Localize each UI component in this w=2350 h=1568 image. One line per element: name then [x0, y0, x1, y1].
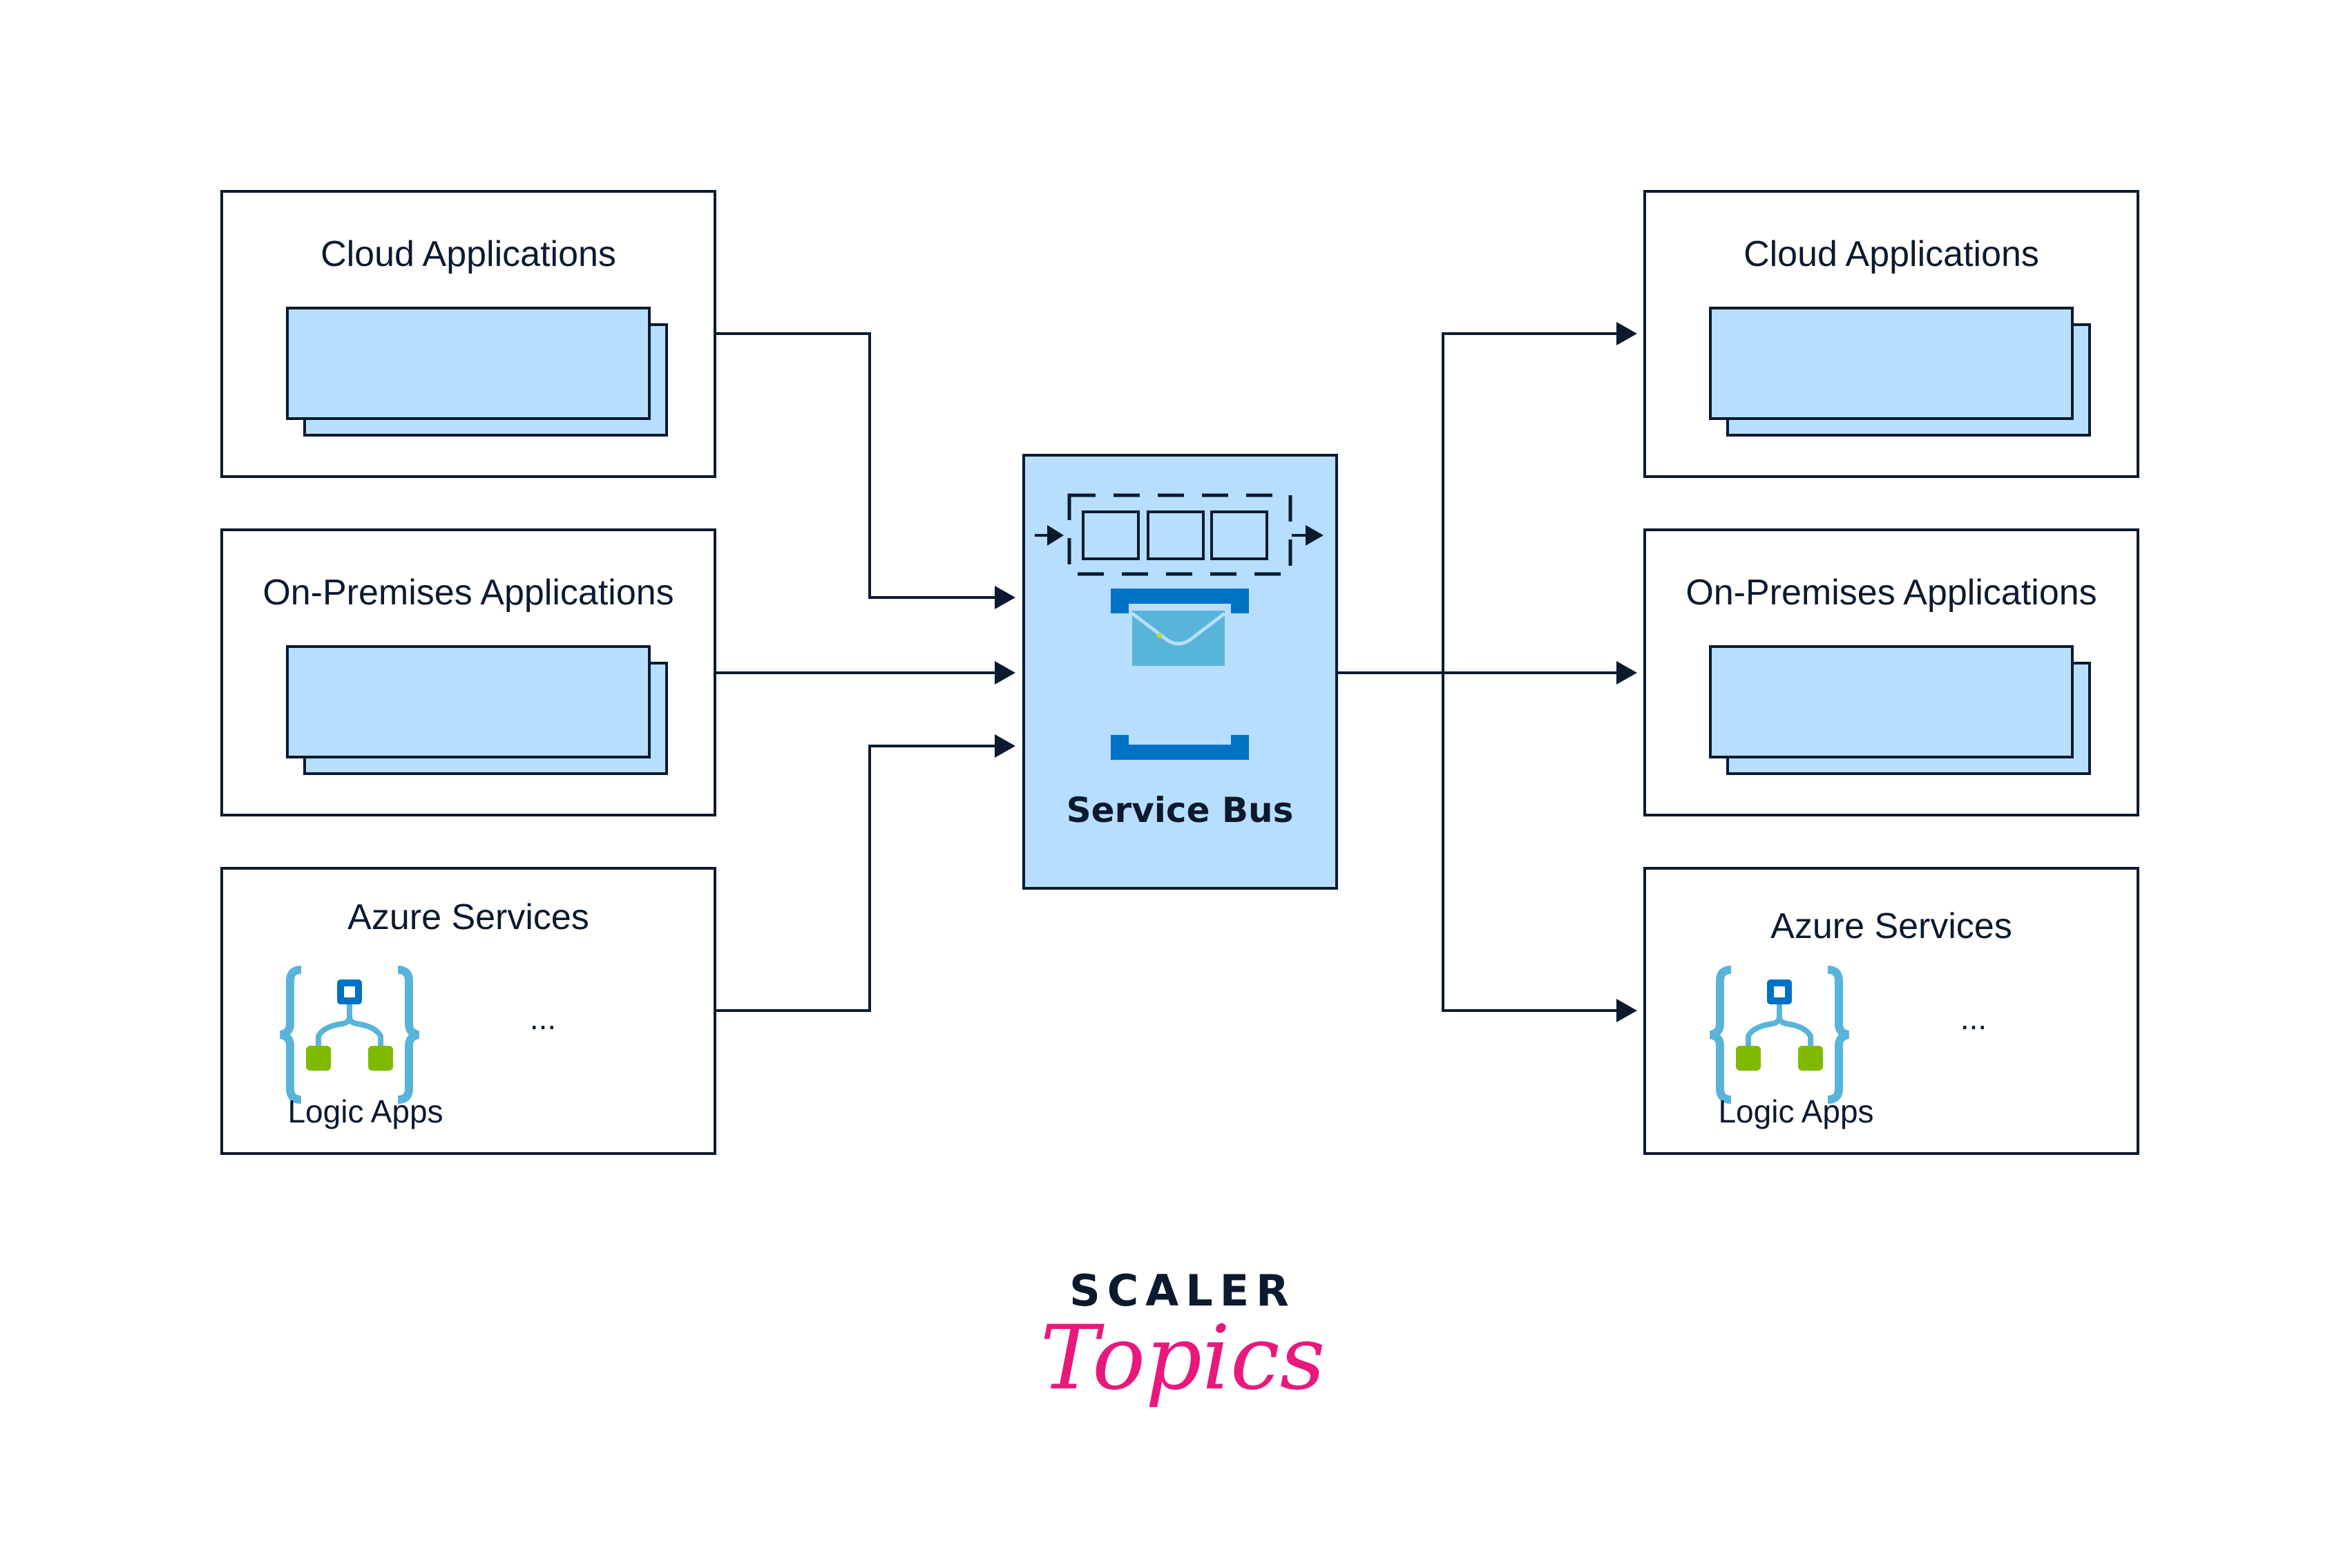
service-bus-label: Service Bus: [1067, 790, 1294, 830]
logic-apps-label: Logic Apps: [287, 1093, 443, 1129]
queue-slot: [1082, 510, 1140, 560]
target-azure-services: Azure Services Logic Apps ...: [1643, 867, 2139, 1155]
arrowhead: [1616, 999, 1637, 1022]
source-onprem-label: On-Premises Applications: [262, 573, 674, 613]
more-services-ellipsis: ...: [530, 1000, 556, 1036]
source-azure-box: [220, 867, 716, 1155]
service-bus-icon: [1111, 589, 1249, 760]
source-azure-label: Azure Services: [347, 897, 589, 937]
target-azure-box: [1643, 867, 2139, 1155]
logic-apps-label: Logic Apps: [1718, 1093, 1873, 1129]
app-stack-front: [286, 307, 651, 420]
more-services-ellipsis: ...: [1960, 1000, 1987, 1036]
source-azure-services: Azure Services Logic Apps ...: [220, 867, 716, 1155]
arrowhead: [1616, 661, 1637, 685]
source-cloud-label: Cloud Applications: [321, 234, 616, 274]
app-stack-front: [1709, 307, 2074, 420]
logo-topics: Topics: [1040, 1307, 1326, 1410]
app-stack-front: [1709, 645, 2074, 758]
target-cloud-applications: Cloud Applications: [1643, 190, 2139, 478]
outbound-connectors: [1337, 322, 1637, 1022]
arrowhead: [1616, 322, 1637, 345]
target-onprem-applications: On-Premises Applications: [1643, 528, 2139, 816]
queue-slot: [1210, 510, 1268, 560]
source-onprem-applications: On-Premises Applications: [220, 528, 716, 816]
target-onprem-label: On-Premises Applications: [1685, 573, 2096, 613]
queue-slot: [1147, 510, 1205, 560]
connector-cloud-to-bus: [715, 332, 995, 599]
arrowhead: [995, 734, 1015, 758]
source-cloud-applications: Cloud Applications: [220, 190, 716, 478]
target-cloud-label: Cloud Applications: [1744, 234, 2039, 274]
service-bus-hub: Service Bus: [1022, 454, 1338, 890]
arrowhead: [995, 586, 1015, 609]
connector-azure-to-bus: [715, 745, 995, 1012]
logo-scaler: SCALER: [1069, 1265, 1296, 1316]
queue-in-arrowhead: [1047, 525, 1064, 546]
scaler-topics-logo: SCALER Topics: [1040, 1265, 1326, 1410]
queue-boundary: [1067, 493, 1292, 576]
arrowhead: [995, 661, 1015, 685]
service-bus-box: [1022, 454, 1338, 890]
connector-bus-fanout: [1442, 332, 1616, 1012]
inbound-connectors: [715, 332, 1015, 1012]
queue-out-arrowhead: [1306, 525, 1324, 546]
app-stack-front: [286, 645, 651, 758]
target-azure-label: Azure Services: [1770, 906, 2012, 946]
